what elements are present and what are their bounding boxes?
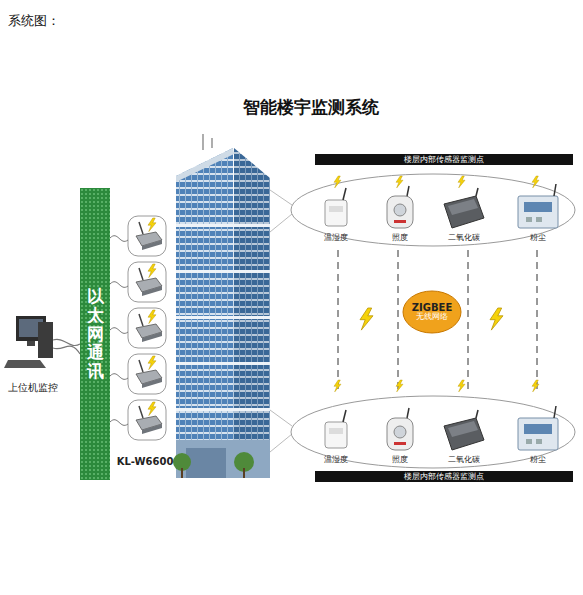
node-text: ZIGBEE [412,302,452,313]
part-label: 照度 [392,456,408,465]
floor-bar: 楼层内部传感器监测点 [315,154,573,165]
ethernet-band: 以太网通讯 [80,188,110,480]
node-text: 以太网通讯 [87,287,104,380]
section-heading: 系统图： [8,14,60,28]
part-label: 二氧化碳 [448,456,480,465]
node-text: 无线网络 [416,313,448,322]
part-label: 温湿度 [324,456,348,465]
part-label: 照度 [392,234,408,243]
diagram-title: 智能楼宇监测系统 [243,98,379,117]
part-label: 上位机监控 [8,382,58,393]
part-label: 温湿度 [324,234,348,243]
floor-bar: 楼层内部传感器监测点 [315,471,573,482]
part-label: 粉尘 [530,234,546,243]
zigbee-oval: ZIGBEE无线网络 [402,290,462,334]
device-model: KL-W6600 [117,456,174,467]
part-label: 粉尘 [530,456,546,465]
oval-shape [403,291,461,333]
part-label: 二氧化碳 [448,234,480,243]
node-text: 楼层内部传感器监测点 [404,156,484,164]
node-text: 楼层内部传感器监测点 [404,473,484,481]
